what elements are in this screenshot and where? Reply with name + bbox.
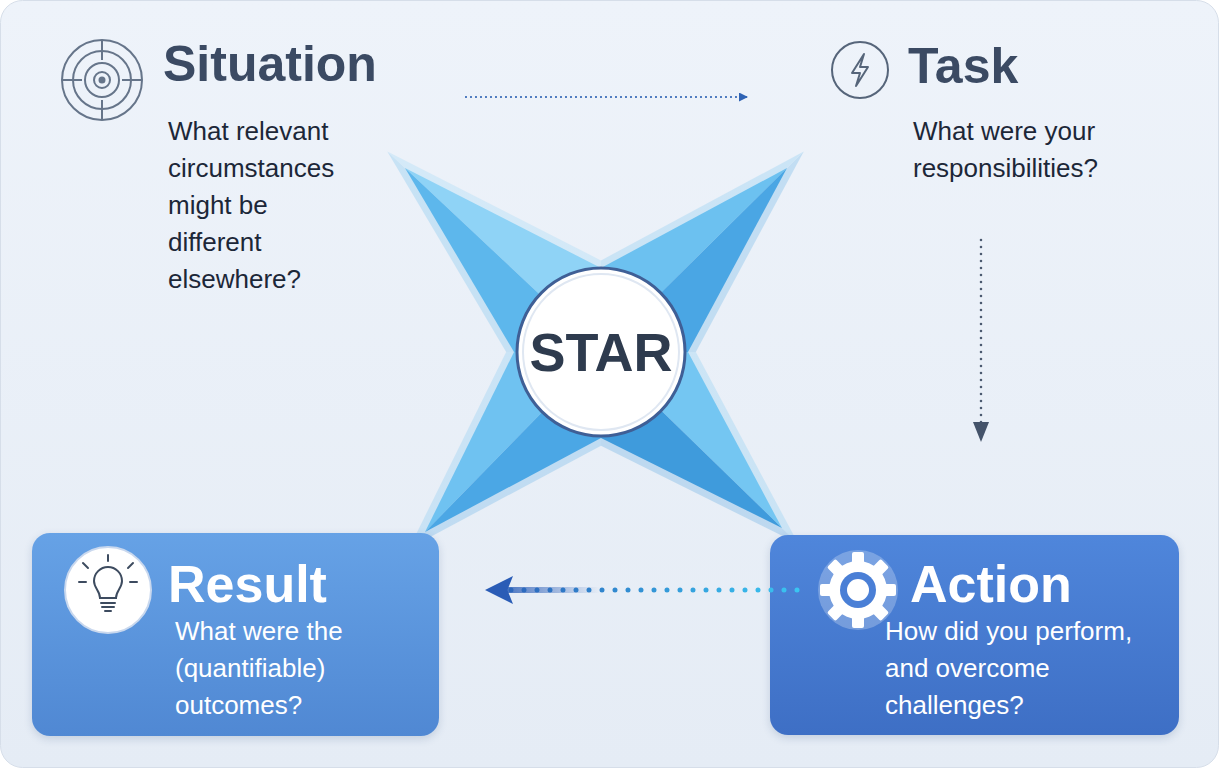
gear-tooth [852, 616, 864, 628]
gear-icon [818, 550, 898, 630]
step-title: Result [168, 555, 428, 613]
bulb-ray [128, 563, 133, 568]
bulb-icon [65, 547, 151, 633]
flow-arrow [980, 240, 983, 442]
star-ghost [387, 151, 803, 548]
gear-tooth [852, 552, 864, 564]
bulb-base [105, 610, 111, 612]
icon-ring [85, 63, 119, 97]
flow-arrow [485, 588, 797, 593]
step-question: What were the (quantifiable) outcomes? [175, 613, 425, 724]
step-question: How did you perform, and overcome challe… [885, 613, 1175, 724]
step-question: What relevant circumstances might be dif… [168, 113, 363, 298]
gear-tooth [872, 559, 889, 576]
gear-body [829, 561, 887, 619]
gear-tooth [827, 559, 844, 576]
center-label: STAR [515, 266, 687, 438]
step-box: ActionHow did you perform, and overcome … [770, 535, 1179, 735]
lightning-icon [832, 42, 888, 98]
edge-group [466, 97, 981, 590]
gear-tooth [872, 604, 889, 621]
icon-tick [122, 79, 142, 81]
icon-ring [832, 42, 888, 98]
icon-disc [65, 547, 151, 633]
step-heading-block: TaskWhat were your responsibilities? [828, 35, 1128, 195]
icon-dot [100, 78, 105, 83]
step-question: What were your responsibilities? [913, 113, 1153, 187]
bulb-base [101, 602, 115, 604]
center-circle: STAR [515, 266, 687, 438]
gear-tooth [820, 584, 832, 596]
gear-hub [847, 579, 869, 601]
arrow-shaft [497, 587, 600, 593]
step-title: Situation [163, 35, 395, 93]
step-title: Task [908, 37, 1123, 95]
bulb-ray [83, 563, 88, 568]
bulb-ray [107, 555, 109, 561]
icon-ring [94, 72, 110, 88]
lightning-bolt [852, 54, 868, 86]
star-shape [405, 168, 787, 532]
step-box: ResultWhat were the (quantifiable) outco… [32, 533, 439, 736]
step-title: Action [910, 555, 1170, 613]
icon-tick [62, 79, 82, 81]
icon-ring [62, 40, 142, 120]
icon-tick [101, 40, 103, 60]
gear-tooth [827, 604, 844, 621]
icon-ring [73, 51, 131, 109]
bulb-glass [94, 567, 122, 598]
icon-halo [818, 550, 898, 630]
icon-tick [101, 100, 103, 120]
gear-tooth [884, 584, 896, 596]
gear-teeth [820, 552, 896, 628]
bulb-drawing [79, 555, 137, 611]
flow-arrow [466, 96, 748, 98]
bulb-ray [79, 581, 86, 583]
bulb-base [102, 606, 114, 608]
bulb-ray [130, 581, 137, 583]
step-heading-block: SituationWhat relevant circumstances mig… [60, 28, 395, 300]
target-icon [62, 40, 142, 120]
gear-ring [840, 572, 876, 608]
